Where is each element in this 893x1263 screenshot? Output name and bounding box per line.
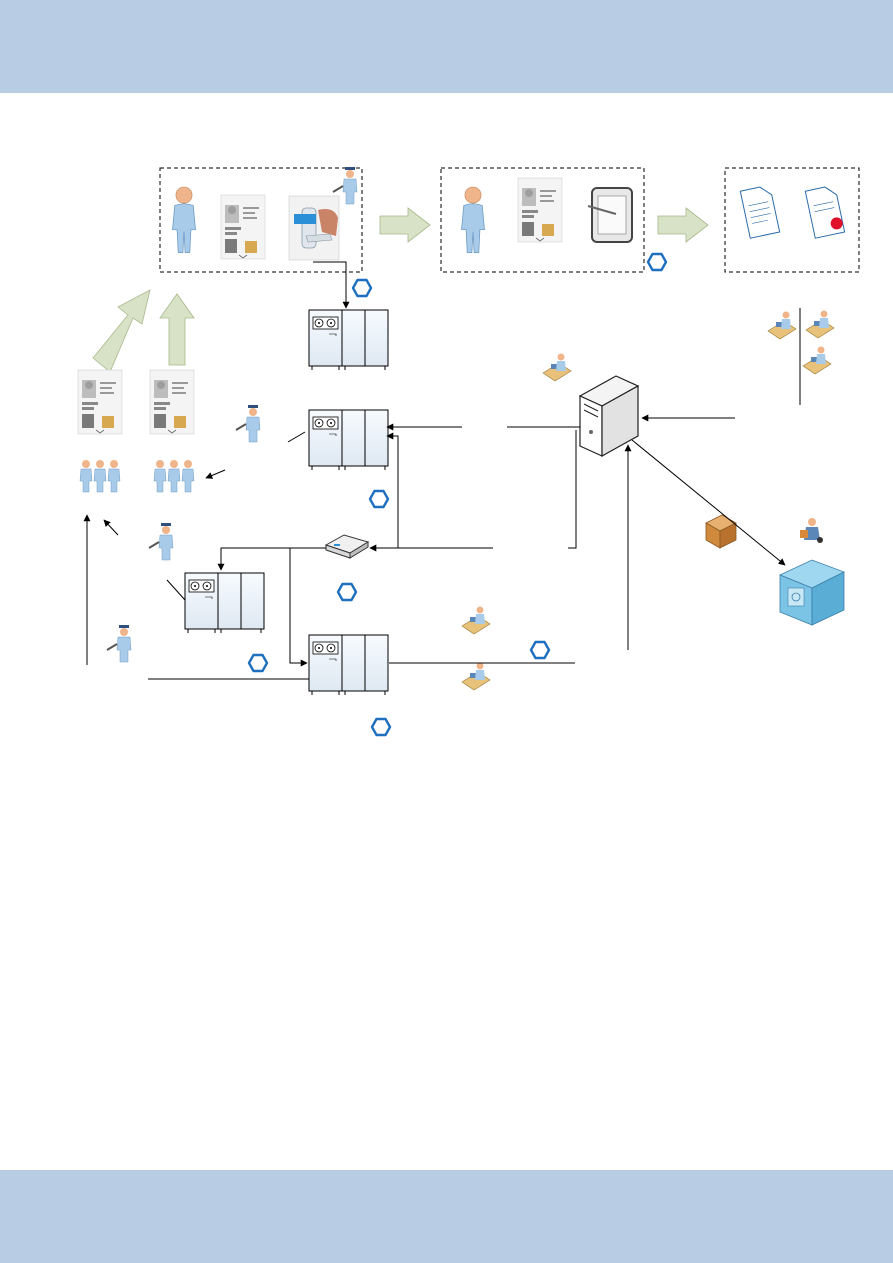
workstation-icon [461, 606, 491, 635]
id-card-icon [220, 194, 266, 260]
tablet-icon [587, 187, 633, 243]
registration-group [440, 167, 645, 273]
step-marker-hexagon [370, 717, 392, 737]
operator-icon [800, 518, 823, 543]
guard-icon [106, 624, 132, 663]
up-arrow [92, 289, 195, 373]
network-switch-icon [324, 534, 370, 559]
identity-verification-group [159, 166, 363, 273]
id-card-icon [77, 369, 123, 435]
workstation-icon [542, 353, 572, 382]
tape-library-icon [184, 572, 265, 634]
guard-icon [148, 522, 174, 561]
guard-icon [235, 404, 261, 443]
tape-library-icon [308, 409, 389, 471]
people-group-icon [153, 459, 195, 493]
package-icon [705, 514, 737, 549]
connector-lines [83, 261, 786, 680]
step-marker-hexagon [247, 653, 269, 673]
document-icon [739, 186, 781, 239]
footer-band [0, 1170, 893, 1263]
flow-arrow-right [657, 207, 709, 243]
step-marker-hexagon [529, 640, 551, 660]
header-band [0, 0, 893, 93]
tape-library-icon [308, 309, 389, 371]
id-card-icon [517, 177, 563, 243]
documents-group [724, 167, 860, 273]
person-icon [461, 186, 485, 254]
step-marker-hexagon [336, 582, 358, 602]
server-icon [578, 375, 640, 458]
data-center-icon [779, 559, 845, 626]
step-marker-hexagon [646, 252, 668, 272]
staff-cluster-icon [767, 308, 835, 405]
id-card-icon [149, 369, 195, 435]
certificate-icon [804, 186, 846, 239]
workstation-icon [461, 662, 491, 691]
fingerprint-door-icon [288, 195, 340, 261]
person-icon [172, 186, 196, 254]
step-marker-hexagon [351, 278, 373, 298]
step-marker-hexagon [368, 489, 390, 509]
tape-library-icon [308, 634, 389, 696]
flow-arrow-right [379, 207, 431, 243]
people-group-icon [79, 459, 121, 493]
